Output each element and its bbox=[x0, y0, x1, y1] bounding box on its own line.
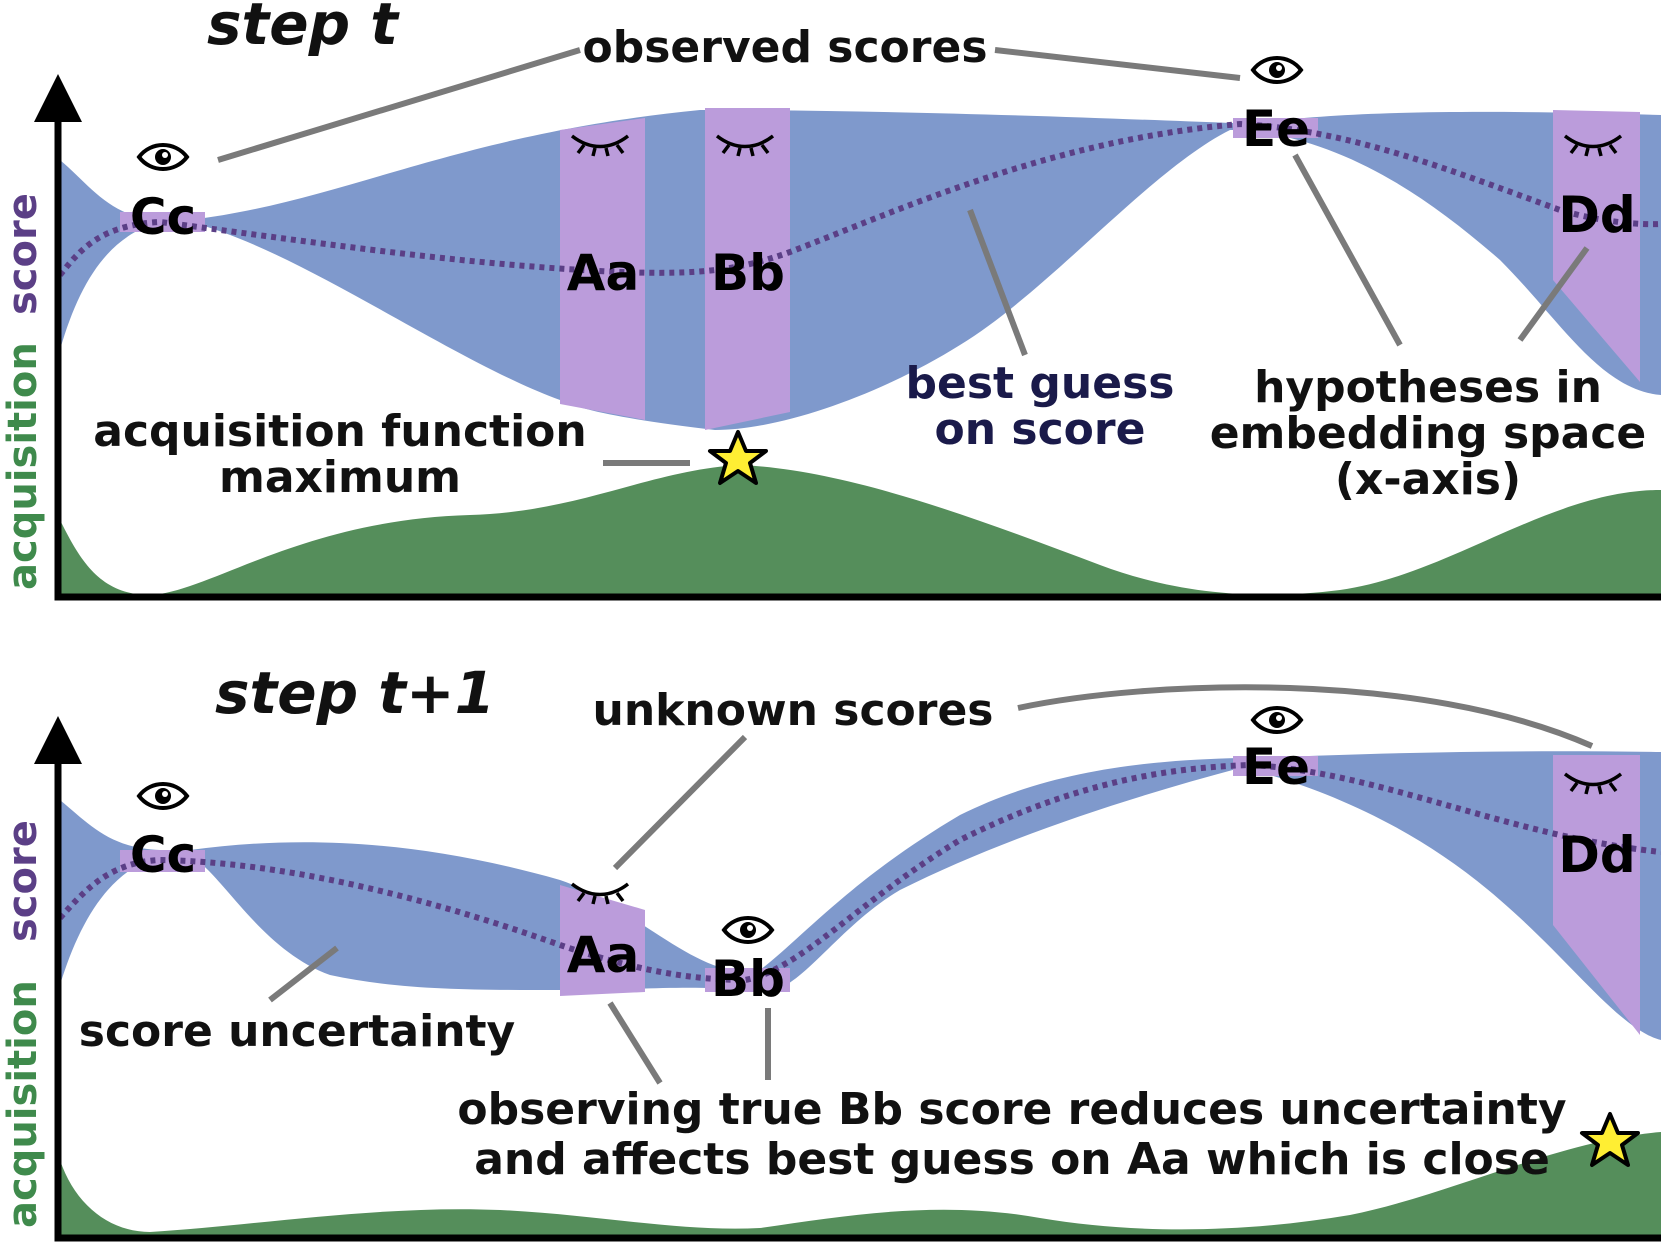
hypothesis-band-dd bbox=[1553, 110, 1640, 382]
observing-label-line2: and affects best guess on Aa which is cl… bbox=[474, 1134, 1550, 1185]
observing-label-line1: observing true Bb score reduces uncertai… bbox=[457, 1084, 1566, 1135]
eye-closed-icon bbox=[1563, 772, 1623, 795]
step-title: step t bbox=[207, 0, 400, 58]
eye-closed-icon bbox=[570, 134, 630, 157]
eye-open-icon bbox=[1250, 56, 1304, 84]
score-axis bbox=[54, 120, 1661, 601]
eye-open-icon bbox=[721, 916, 775, 944]
panel-step-t: score acquisition step t Cc Aa Bb Ee Dd bbox=[0, 0, 1661, 601]
leader-observed-ee bbox=[994, 47, 1241, 81]
hypothesis-band-bb bbox=[705, 108, 790, 430]
hypothesis-label-cc: Cc bbox=[130, 188, 196, 246]
best-guess-label-line1: best guess bbox=[906, 358, 1175, 409]
observed-scores-label: observed scores bbox=[582, 22, 987, 73]
leader-observing-aa bbox=[607, 1001, 663, 1085]
eye-open-icon bbox=[136, 143, 190, 171]
eye-closed-icon bbox=[1563, 134, 1623, 157]
step-title: step t+1 bbox=[215, 659, 495, 727]
best-guess-mean-line bbox=[60, 120, 1661, 277]
eye-closed-icon bbox=[570, 882, 630, 905]
hypothesis-band-aa bbox=[560, 885, 645, 996]
hypotheses-label-line3: (x-axis) bbox=[1335, 454, 1521, 505]
hypothesis-label-ee: Ee bbox=[1242, 100, 1310, 158]
y-label-acquisition: acquisition bbox=[0, 342, 46, 590]
leader-hyp-dd bbox=[1517, 246, 1590, 342]
eye-open-icon bbox=[1250, 706, 1304, 734]
hypothesis-label-ee: Ee bbox=[1242, 738, 1310, 796]
star-icon bbox=[1580, 1112, 1640, 1167]
best-guess-label-line2: on score bbox=[935, 404, 1146, 455]
leader-unknown-dd bbox=[1017, 684, 1594, 749]
star-icon bbox=[708, 430, 768, 485]
hypothesis-label-dd: Dd bbox=[1558, 826, 1635, 884]
score-uncertainty-band bbox=[60, 751, 1661, 1040]
hypotheses-label-line1: hypotheses in bbox=[1254, 362, 1602, 413]
hypothesis-label-dd: Dd bbox=[1558, 186, 1635, 244]
best-guess-mean-line bbox=[60, 761, 1661, 984]
hypothesis-label-aa: Aa bbox=[567, 926, 639, 984]
y-label-score: score bbox=[0, 193, 46, 315]
leader-observed-cc bbox=[217, 47, 581, 163]
axis-arrowhead bbox=[34, 74, 82, 122]
hypothesis-label-bb: Bb bbox=[711, 950, 785, 1008]
acq-max-label-line1: acquisition function bbox=[93, 406, 586, 457]
score-uncertainty-band bbox=[60, 110, 1661, 430]
leader-score-uncertainty bbox=[268, 945, 339, 1003]
leader-best-guess bbox=[967, 208, 1028, 357]
hypothesis-label-cc: Cc bbox=[130, 826, 196, 884]
unknown-scores-label: unknown scores bbox=[593, 685, 994, 736]
score-uncertainty-label: score uncertainty bbox=[79, 1006, 515, 1057]
hypothesis-band-dd bbox=[1553, 755, 1640, 1035]
acq-max-label-line2: maximum bbox=[219, 452, 461, 503]
y-label-acquisition: acquisition bbox=[0, 980, 46, 1228]
leader-hyp-ee bbox=[1292, 153, 1403, 347]
acquisition-area bbox=[60, 465, 1661, 600]
axis-arrowhead bbox=[34, 716, 82, 764]
score-axis bbox=[54, 762, 1661, 1242]
acquisition-area bbox=[60, 1132, 1661, 1235]
hypothesis-label-bb: Bb bbox=[711, 244, 785, 302]
hypotheses-label-line2: embedding space bbox=[1210, 408, 1647, 459]
y-label-score: score bbox=[0, 820, 46, 942]
eye-open-icon bbox=[136, 782, 190, 810]
panel-step-t-plus-1: score acquisition step t+1 Cc Aa Bb Ee D… bbox=[0, 659, 1661, 1242]
hypothesis-label-aa: Aa bbox=[567, 244, 639, 302]
leader-unknown-aa bbox=[612, 734, 748, 871]
eye-closed-icon bbox=[715, 134, 775, 157]
